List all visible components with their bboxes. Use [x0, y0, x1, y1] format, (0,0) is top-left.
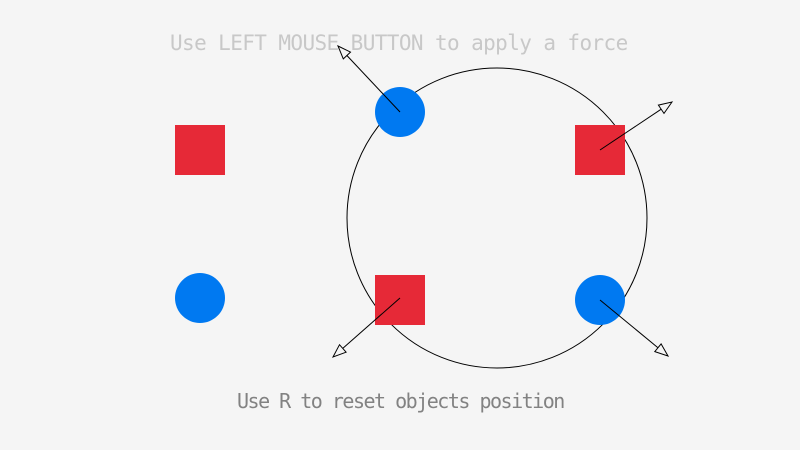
physics-object-square-top-left[interactable]	[175, 125, 225, 175]
force-arrow-line	[342, 297, 401, 349]
physics-object-circle-bottom-left[interactable]	[175, 273, 225, 323]
physics-object-square-center[interactable]	[375, 275, 425, 325]
force-arrow-line	[599, 108, 662, 151]
force-arrowhead	[657, 101, 674, 115]
force-arrow-square-top-right	[599, 101, 674, 151]
instruction-reset: Use R to reset objects position	[237, 389, 565, 413]
force-arrow-line	[599, 299, 659, 349]
force-arrow-circle-top	[337, 44, 401, 113]
force-arrowhead	[653, 343, 670, 357]
boundary-circle	[346, 67, 648, 369]
force-arrow-circle-bottom-right	[599, 299, 670, 357]
force-arrowhead	[337, 44, 352, 60]
instruction-apply-force: Use LEFT MOUSE BUTTON to apply a force	[170, 31, 628, 55]
force-arrowhead	[331, 343, 347, 358]
force-arrow-line	[346, 55, 401, 113]
force-arrow-square-center	[331, 297, 401, 358]
